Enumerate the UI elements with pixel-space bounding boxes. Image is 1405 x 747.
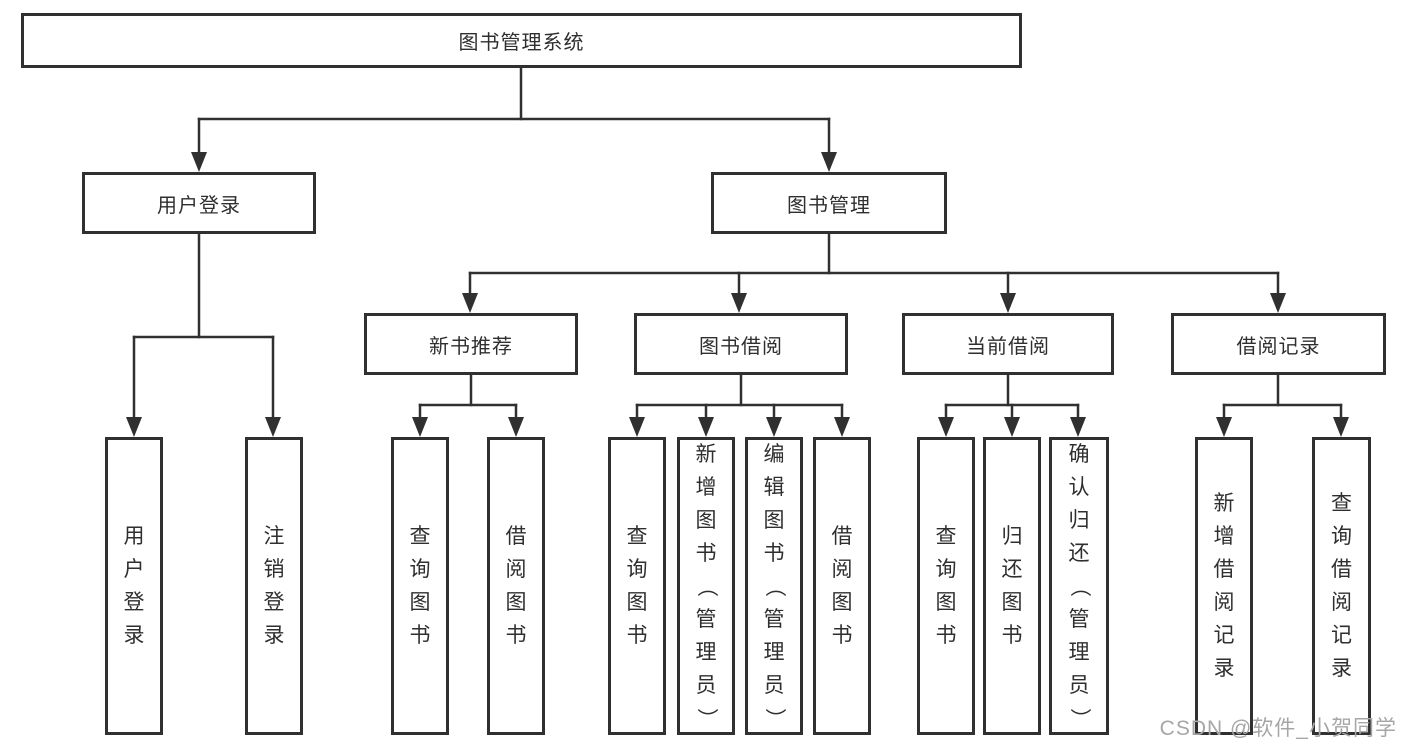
- node-label: 借阅记录: [1236, 335, 1321, 358]
- node-label: 查询图书: [935, 525, 957, 647]
- node-user-login-group: 用户登录: [82, 172, 316, 234]
- arrowhead: [834, 417, 850, 437]
- arrowhead: [698, 417, 714, 437]
- node-library-management-system: 图书管理系统: [21, 13, 1022, 68]
- leaf-logout: 注销登录: [245, 437, 303, 735]
- node-label: 查询图书: [626, 525, 648, 647]
- node-label: 图书管理: [787, 194, 871, 217]
- arrowhead: [1000, 293, 1016, 313]
- node-label: 借阅图书: [505, 525, 527, 647]
- leaf-query-books-borrowing: 查询图书: [608, 437, 666, 735]
- arrowhead: [508, 417, 524, 437]
- arrowhead: [462, 293, 478, 313]
- node-borrowing-records: 借阅记录: [1171, 313, 1386, 375]
- leaf-borrow-books-recommend: 借阅图书: [487, 437, 545, 735]
- arrowhead: [731, 293, 747, 313]
- arrowhead: [1004, 417, 1020, 437]
- arrowhead: [1070, 417, 1086, 437]
- node-label: 当前借阅: [966, 335, 1050, 358]
- node-label: 新增借阅记录: [1213, 492, 1235, 680]
- arrowhead: [412, 417, 428, 437]
- arrowhead: [821, 152, 837, 172]
- node-label: 查询借阅记录: [1331, 492, 1352, 680]
- node-label: 新书推荐: [429, 335, 513, 358]
- arrowhead: [126, 417, 142, 437]
- leaf-query-books-current: 查询图书: [917, 437, 975, 735]
- leaf-add-books-admin: 新增图书（管理员）: [677, 437, 735, 735]
- node-label: 借阅图书: [831, 525, 853, 647]
- leaf-query-borrow-record: 查询借阅记录: [1312, 437, 1371, 735]
- leaf-return-books: 归还图书: [983, 437, 1041, 735]
- leaf-edit-books-admin: 编辑图书（管理员）: [745, 437, 803, 735]
- node-book-borrowing: 图书借阅: [634, 313, 848, 375]
- node-label: 用户登录: [157, 194, 241, 217]
- node-new-book-recommendation: 新书推荐: [364, 313, 578, 375]
- node-label: 图书管理系统: [458, 32, 585, 54]
- leaf-add-borrow-record: 新增借阅记录: [1195, 437, 1253, 735]
- node-label: 查询图书: [409, 525, 431, 647]
- arrowhead: [629, 417, 645, 437]
- node-label: 归还图书: [1001, 525, 1023, 647]
- leaf-confirm-return-admin: 确认归还（管理员）: [1049, 437, 1109, 735]
- leaf-query-books-recommend: 查询图书: [391, 437, 449, 735]
- leaf-borrow-books: 借阅图书: [813, 437, 871, 735]
- arrowhead: [1270, 293, 1286, 313]
- watermark-text: CSDN @软件_小贺同学: [1159, 717, 1397, 740]
- node-label: 确认归还（管理员）: [1067, 442, 1091, 729]
- node-current-borrowing: 当前借阅: [902, 313, 1114, 375]
- arrowhead: [1333, 417, 1349, 437]
- node-label: 新增图书（管理员）: [694, 442, 718, 729]
- node-book-management: 图书管理: [711, 172, 947, 234]
- arrowhead: [265, 417, 281, 437]
- node-label: 编辑图书（管理员）: [762, 442, 786, 729]
- arrowhead: [766, 417, 782, 437]
- node-label: 用户登录: [123, 525, 145, 647]
- arrowhead: [191, 152, 207, 172]
- node-label: 图书借阅: [699, 335, 783, 358]
- node-label: 注销登录: [263, 525, 285, 647]
- arrowhead: [1216, 417, 1232, 437]
- arrowhead: [938, 417, 954, 437]
- leaf-user-login: 用户登录: [105, 437, 163, 735]
